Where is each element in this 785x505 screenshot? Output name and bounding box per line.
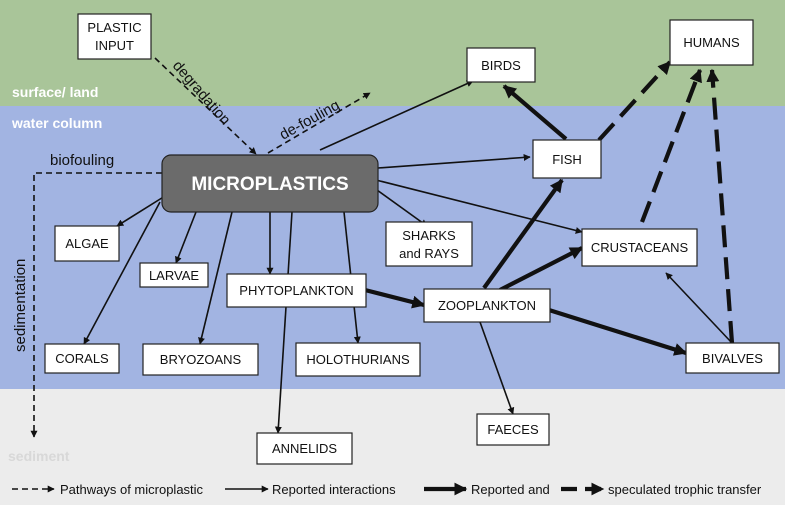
node-bivalves: BIVALVES (685, 342, 780, 374)
birds-label: BIRDS (481, 58, 521, 73)
arrow-fish-birds (502, 84, 568, 141)
arrow-fish-humans (597, 60, 672, 142)
arrow-micro-algae (116, 195, 166, 227)
legend-reported-interactions-text: Reported interactions (272, 482, 396, 497)
pathway-arrows (30, 57, 371, 438)
legend-reported-and-text: Reported and (471, 482, 550, 497)
node-crustaceans: CRUSTACEANS (581, 228, 698, 267)
arrow-micro-sharks (376, 189, 428, 227)
plastic-input-line-2: INPUT (95, 38, 134, 53)
crustaceans-label: CRUSTACEANS (591, 240, 689, 255)
node-algae: ALGAE (54, 225, 120, 262)
legend-pathways-text: Pathways of microplastic (60, 482, 204, 497)
arrow-bivalves-crustaceans (665, 272, 733, 344)
corals-label: CORALS (55, 351, 109, 366)
zone-label-water: water column (11, 115, 102, 131)
node-annelids: ANNELIDS (256, 432, 353, 465)
node-corals: CORALS (44, 343, 120, 374)
arrow-micro-larvae (175, 211, 197, 264)
node-microplastics: MICROPLASTICS (161, 154, 379, 213)
arrow-micro-bryozoans (198, 211, 233, 345)
node-faeces: FAECES (476, 413, 550, 446)
faeces-label: FAECES (487, 422, 539, 437)
zone-label-surface: surface/ land (12, 84, 98, 100)
phytoplankton-label: PHYTOPLANKTON (239, 283, 353, 298)
zooplankton-label: ZOOPLANKTON (438, 298, 536, 313)
node-birds: BIRDS (466, 47, 536, 83)
arrow-zoo-faeces (479, 321, 515, 415)
humans-label: HUMANS (683, 35, 740, 50)
arrow-micro-birds (319, 80, 474, 151)
arrow-bivalves-humans (706, 68, 735, 344)
node-holothurians: HOLOTHURIANS (295, 342, 421, 377)
zone-label-sediment: sediment (8, 448, 70, 464)
node-zooplankton: ZOOPLANKTON (423, 288, 551, 323)
annelids-label: ANNELIDS (272, 441, 337, 456)
reported-trophic-arrows (364, 84, 688, 356)
bivalves-label: BIVALVES (702, 351, 763, 366)
arrow-biofouling-sedimentation (30, 172, 162, 438)
fish-label: FISH (552, 152, 582, 167)
node-plastic-input: PLASTIC INPUT (77, 13, 152, 60)
reported-interaction-arrows (83, 80, 733, 434)
arrow-crustaceans-humans (640, 68, 702, 223)
microplastics-label: MICROPLASTICS (191, 174, 348, 195)
arrow-micro-crustaceans (375, 179, 583, 234)
arrow-micro-corals (83, 201, 161, 345)
arrow-zoo-crustaceans (499, 246, 584, 292)
larvae-label: LARVAE (149, 268, 199, 283)
speculated-trophic-arrows (597, 60, 735, 344)
arrow-zoo-fish (482, 178, 564, 290)
arrow-zoo-bivalves (548, 307, 688, 356)
zone-sediment (0, 389, 785, 505)
sharks-rays-line-2: and RAYS (399, 246, 459, 261)
bryozoans-label: BRYOZOANS (160, 352, 242, 367)
arrow-micro-annelids (274, 211, 293, 434)
node-larvae: LARVAE (139, 262, 209, 288)
label-biofouling: biofouling (50, 152, 114, 169)
legend: Pathways of microplastic Reported intera… (12, 482, 762, 497)
node-phytoplankton: PHYTOPLANKTON (226, 273, 367, 308)
arrow-phyto-zoo (364, 287, 426, 309)
node-fish: FISH (532, 139, 602, 179)
arrow-degradation (154, 57, 257, 155)
algae-label: ALGAE (65, 236, 109, 251)
arrow-micro-fish (377, 153, 531, 169)
node-sharks-rays: SHARKS and RAYS (385, 221, 473, 267)
sharks-rays-line-1: SHARKS (402, 228, 456, 243)
plastic-input-line-1: PLASTIC (87, 20, 141, 35)
label-sedimentation: sedimentation (12, 259, 29, 352)
legend-speculated-text: speculated trophic transfer (608, 482, 762, 497)
node-humans: HUMANS (669, 19, 754, 66)
node-bryozoans: BRYOZOANS (142, 343, 259, 376)
holothurians-label: HOLOTHURIANS (306, 352, 410, 367)
